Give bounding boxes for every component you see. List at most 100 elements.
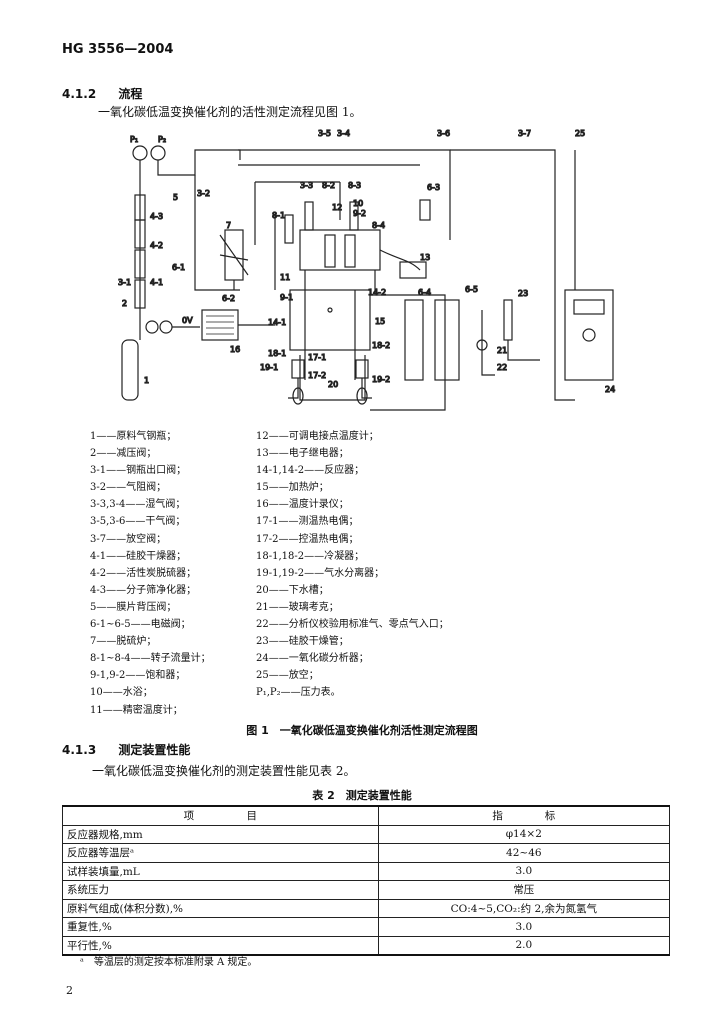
process-flow-diagram: P₁ P₂ 3-5 3-4 3-6 3-7 25 5 3-2 4-3 4-2 7… — [117, 128, 616, 411]
section-number: 4.1.2 — [62, 87, 97, 101]
legend-item: P₁,P₂——压力表。 — [256, 687, 341, 699]
label-22: 22 — [497, 363, 507, 372]
water-bath — [299, 229, 381, 271]
legend-item: 17-1——测温热电偶； — [256, 516, 359, 528]
label-8-2: 8-2 — [322, 181, 335, 190]
table-cell: 系统压力 — [62, 880, 379, 900]
label-17-2: 17-2 — [308, 371, 326, 380]
label-3-7: 3-7 — [518, 129, 531, 138]
legend-item: 24——一氧化碳分析器； — [256, 653, 369, 665]
table-cell: 试样装填量,mL — [62, 861, 379, 881]
label-3-1: 3-1 — [118, 278, 131, 287]
table-row: 平行性,% 2.0 — [62, 935, 671, 956]
label-23: 23 — [518, 289, 528, 298]
silica-gel-dryer — [134, 279, 146, 309]
legend-item: 4-3——分子筛净化器； — [90, 584, 197, 596]
label-18-1: 18-1 — [268, 349, 286, 358]
label-3-5: 3-5 — [318, 129, 331, 138]
table-row: 反应器等温层ᵃ 42~46 — [62, 843, 671, 863]
rotameter-8-2 — [304, 201, 314, 231]
table-cell: 常压 — [377, 880, 671, 900]
table-cell: CO:4~5,CO₂:约 2,余为氮氢气 — [377, 898, 671, 918]
legend-item: 14-1,14-2——反应器； — [256, 465, 365, 477]
label-5: 5 — [173, 193, 178, 202]
legend-item: 8-1~8-4——转子流量计； — [90, 653, 211, 665]
label-9-1: 9-1 — [280, 293, 293, 302]
label-18-2: 18-2 — [372, 341, 390, 350]
legend-item: 22——分析仪校验用标准气、零点气入口； — [256, 619, 449, 631]
label-1: 1 — [144, 376, 149, 385]
legend-item: 21——玻璃考克； — [256, 601, 339, 613]
page-number: 2 — [66, 984, 73, 997]
section-heading-4-1-2: 4.1.2 流程 — [62, 85, 142, 102]
table-row: 反应器规格,mm φ14×2 — [62, 824, 671, 844]
label-6-4: 6-4 — [418, 288, 431, 297]
solenoid-valve-6-3 — [419, 199, 431, 221]
label-11: 11 — [280, 273, 290, 282]
legend-item: 4-2——活性炭脱硫器； — [90, 567, 197, 579]
legend-item: 5——膜片背压阀； — [90, 601, 177, 613]
legend-item: 3-5,3-6——干气阀； — [90, 516, 186, 528]
label-2: 2 — [122, 299, 127, 308]
section-number: 4.1.3 — [62, 743, 97, 757]
label-8-1: 8-1 — [272, 211, 285, 220]
table-cell: 重复性,% — [62, 917, 379, 937]
label-6-2: 6-2 — [222, 294, 235, 303]
feed-gas-cylinder — [121, 339, 139, 401]
label-9-2: 9-2 — [353, 209, 366, 218]
table-header-cell: 项 目 — [62, 805, 379, 826]
table-cell: 42~46 — [377, 843, 671, 863]
label-8-4: 8-4 — [372, 221, 385, 230]
label-12: 12 — [332, 203, 342, 212]
label-25: 25 — [575, 129, 585, 138]
rotameter-8-1 — [284, 214, 294, 244]
legend-item: 4-1——硅胶干燥器； — [90, 550, 187, 562]
silica-gel-tube — [503, 299, 513, 341]
legend-item: 23——硅胶干燥管； — [256, 636, 349, 648]
label-15: 15 — [375, 317, 385, 326]
legend-item: 10——水浴； — [90, 687, 153, 699]
legend-item: 18-1,18-2——冷凝器； — [256, 550, 365, 562]
heating-furnace — [289, 289, 371, 351]
separator-19-2 — [356, 387, 368, 405]
label-17-1: 17-1 — [308, 353, 326, 362]
performance-intro-paragraph: 一氧化碳低温变换催化剂的测定装置性能见表 2。 — [92, 764, 356, 778]
legend-item: 3-1——钢瓶出口阀； — [90, 465, 187, 477]
table-cell: 平行性,% — [62, 935, 379, 956]
legend-item: 25——放空； — [256, 670, 319, 682]
electronic-relay — [399, 261, 427, 279]
label-13: 13 — [420, 253, 430, 262]
document-header: HG 3556—2004 — [62, 42, 174, 57]
legend-item: 19-1,19-2——气水分离器； — [256, 567, 385, 579]
pressure-reducer-gauge-2 — [159, 320, 173, 334]
pressure-reducer-gauge — [145, 320, 159, 334]
saturator-9-2 — [344, 234, 356, 268]
table-row: 原料气组成(体积分数),% CO:4~5,CO₂:约 2,余为氮氢气 — [62, 898, 671, 918]
label-6-3: 6-3 — [427, 183, 440, 192]
legend-item: 3-3,3-4——湿气阀； — [90, 499, 186, 511]
section-title: 流程 — [118, 87, 143, 101]
legend-item: 11——精密温度计； — [90, 704, 183, 716]
reactors — [304, 290, 356, 380]
label-p2: P₂ — [158, 135, 166, 144]
legend-item: 17-2——控温热电偶； — [256, 533, 359, 545]
pressure-gauge-p2 — [150, 145, 166, 161]
legend-item: 1——原料气钢瓶； — [90, 431, 177, 442]
legend-item: 15——加热炉； — [256, 482, 329, 494]
section-title: 测定装置性能 — [118, 743, 191, 757]
legend-item: 7——脱硫炉； — [90, 636, 157, 648]
label-10: 10 — [353, 199, 363, 208]
separator-19-1 — [292, 387, 304, 405]
label-3-3: 3-3 — [300, 181, 313, 190]
label-6-1: 6-1 — [172, 263, 185, 272]
label-19-2: 19-2 — [372, 375, 390, 384]
label-8-3: 8-3 — [348, 181, 361, 190]
saturator-9-1 — [324, 234, 336, 268]
legend-item: 2——减压阀； — [90, 448, 157, 460]
table-cell: φ14×2 — [377, 824, 671, 844]
solenoid-valve-6-5 — [434, 299, 460, 381]
legend-left-column: 1——原料气钢瓶； 2——减压阀； 3-1——钢瓶出口阀； 3-2——气阻阀； … — [90, 428, 211, 719]
label-16: 16 — [230, 345, 240, 354]
table-cell: 2.0 — [377, 935, 671, 956]
solenoid-valve-6-4 — [404, 299, 424, 381]
